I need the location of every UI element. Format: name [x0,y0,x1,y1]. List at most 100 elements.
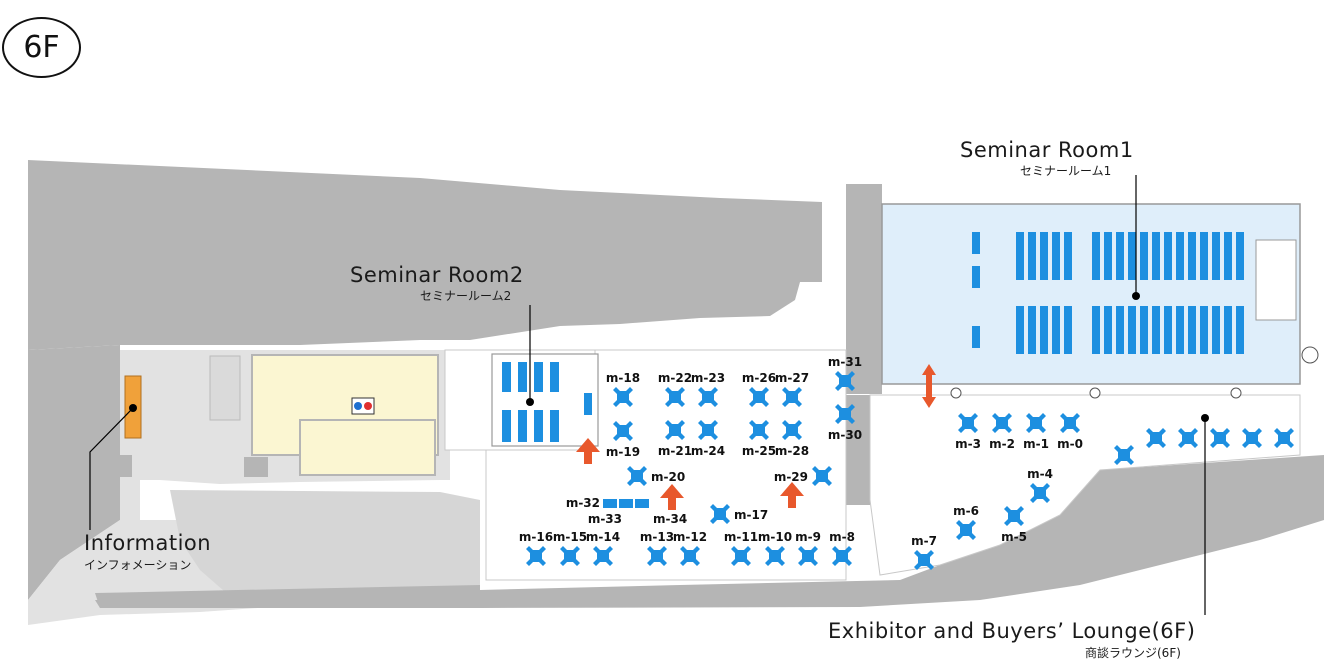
lounge-table[interactable] [1242,428,1262,448]
seat-row [1052,306,1060,354]
table-label-m-8: m-8 [829,530,855,544]
meeting-table-m-1[interactable] [1026,413,1046,433]
seat-row [550,410,559,442]
table-label-m-9: m-9 [795,530,821,544]
counter-table-m-32[interactable] [603,499,617,508]
table-label-m-24: m-24 [691,444,725,458]
meeting-table-m-18[interactable] [613,387,633,407]
table-label-m-10: m-10 [758,530,792,544]
table-label-m-27: m-27 [775,371,809,385]
seat-row [1140,306,1148,354]
floor-number: 6F [23,30,60,65]
meeting-table-m-26[interactable] [749,387,769,407]
meeting-table-m-2[interactable] [992,413,1012,433]
meeting-table-m-5[interactable] [1004,506,1024,526]
meeting-table-m-15[interactable] [560,546,580,566]
seat-row [1140,232,1148,280]
meeting-tables[interactable]: m-0m-1m-2m-3m-4m-5m-6m-7m-8m-9m-10m-11m-… [519,355,1294,570]
meeting-table-m-9[interactable] [798,546,818,566]
table-label-m-17: m-17 [734,508,768,522]
stair-area [170,490,480,605]
meeting-table-m-28[interactable] [782,420,802,440]
meeting-table-m-16[interactable] [526,546,546,566]
table-label-m-34: m-34 [653,512,687,526]
meeting-table-m-14[interactable] [593,546,613,566]
table-label-m-20: m-20 [651,470,685,484]
wall-south-west [95,585,480,608]
meeting-table-m-17[interactable] [710,504,730,524]
seat-row [1164,232,1172,280]
meeting-table-m-21[interactable] [665,420,685,440]
counter-tables[interactable] [603,499,649,508]
table-label-m-12: m-12 [673,530,707,544]
meeting-table-m-12[interactable] [680,546,700,566]
table-label-m-30: m-30 [828,428,862,442]
escalator-arrow-icon [576,438,600,464]
seminar2-seats [502,362,559,442]
seat-row [1152,232,1160,280]
meeting-table-m-8[interactable] [832,546,852,566]
restroom-icon-male [354,402,362,410]
seat-row [1028,232,1036,280]
seminar2-subtitle: セミナールーム2 [420,289,511,303]
meeting-table-m-25[interactable] [749,420,769,440]
column-block-2 [244,457,268,477]
counter-table-m-33[interactable] [619,499,633,508]
table-label-m-33: m-33 [588,512,622,526]
seat-row [1028,306,1036,354]
counter-table-m-34[interactable] [635,499,649,508]
lounge-table[interactable] [1114,445,1134,465]
seminar-room-1[interactable] [881,175,1301,385]
meeting-table-m-3[interactable] [958,413,978,433]
meeting-table-m-20[interactable] [627,466,647,486]
lounge-table[interactable] [1274,428,1294,448]
seminar1-subtitle: セミナールーム1 [1020,164,1111,178]
seminar1-lectern-seats [972,232,980,348]
table-label-m-2: m-2 [989,437,1015,451]
meeting-table-m-27[interactable] [782,387,802,407]
meeting-table-m-22[interactable] [665,387,685,407]
seat-row [1188,232,1196,280]
meeting-table-m-24[interactable] [698,420,718,440]
meeting-table-m-10[interactable] [765,546,785,566]
table-label-m-13: m-13 [640,530,674,544]
seat-row [1092,232,1100,280]
seat-row [550,362,559,392]
meeting-table-m-4[interactable] [1030,483,1050,503]
seminar1-stage [1255,239,1297,321]
table-label-m-4: m-4 [1027,467,1053,481]
table-label-m-23: m-23 [691,371,725,385]
meeting-table-m-31[interactable] [835,371,855,391]
meeting-table-m-19[interactable] [613,421,633,441]
lounge-table[interactable] [1146,428,1166,448]
seat-row [1176,306,1184,354]
table-label-m-32: m-32 [566,496,600,510]
meeting-table-m-7[interactable] [914,550,934,570]
seat-row [1064,306,1072,354]
seat-row [1104,306,1112,354]
floor-badge: 6F [2,17,81,78]
column-block-3 [112,455,132,477]
seat-row [1188,306,1196,354]
lounge-subtitle: 商談ラウンジ(6F) [1085,645,1181,660]
meeting-table-m-30[interactable] [835,404,855,424]
table-label-m-21: m-21 [658,444,692,458]
meeting-table-m-0[interactable] [1060,413,1080,433]
info-leader [89,407,134,530]
table-label-m-28: m-28 [775,444,809,458]
restroom-icon [351,397,375,415]
seat-row [1064,232,1072,280]
table-label-m-0: m-0 [1057,437,1083,451]
meeting-table-m-29[interactable] [812,466,832,486]
lounge-table[interactable] [1178,428,1198,448]
meeting-table-m-6[interactable] [956,520,976,540]
seminar-room-2[interactable] [491,305,599,447]
escalator-arrow-icon [660,484,684,510]
lounge-table[interactable] [1210,428,1230,448]
seat-row [1152,306,1160,354]
meeting-table-m-23[interactable] [698,387,718,407]
meeting-table-m-11[interactable] [731,546,751,566]
table-label-m-6: m-6 [953,504,979,518]
meeting-table-m-13[interactable] [647,546,667,566]
table-label-m-15: m-15 [553,530,587,544]
